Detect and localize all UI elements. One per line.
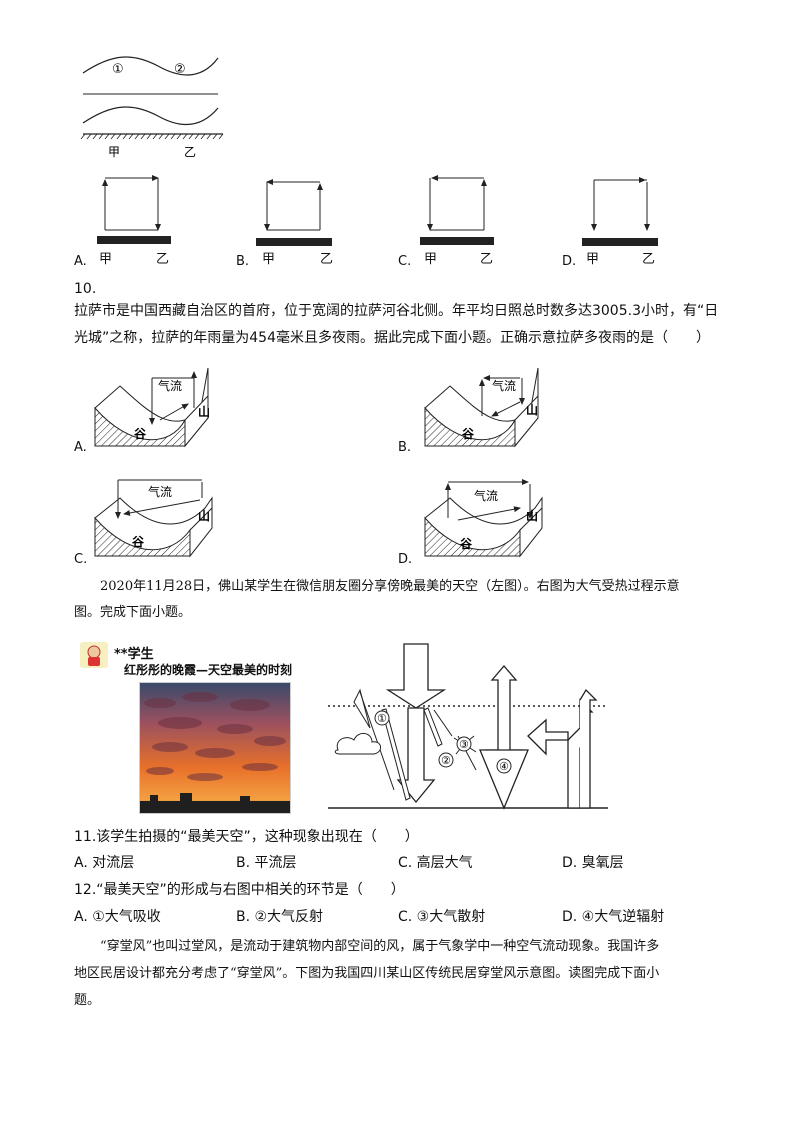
- q10-a-mountain: 山: [198, 404, 210, 419]
- q11-option-d[interactable]: D. 臭氧层: [562, 855, 624, 871]
- q10-a-airflow: 气流: [158, 378, 182, 393]
- q12-option-b[interactable]: B. ②大气反射: [236, 909, 324, 925]
- q9-option-b[interactable]: B.: [236, 254, 249, 269]
- q9-option-d-letter: D.: [562, 254, 577, 269]
- label-yi: 乙: [184, 145, 196, 159]
- intro-11-line1: 2020年11月28日，佛山某学生在微信朋友圈分享傍晚最美的天空（左图）。右图为…: [100, 579, 680, 594]
- q9-a-right: 乙: [156, 252, 170, 267]
- q9-option-c-letter: C.: [398, 254, 412, 269]
- q12-stem: 12.“最美天空”的形成与右图中相关的环节是（ ）: [74, 882, 405, 898]
- q10-diagrams: 气流 谷 山 气流 谷 山 气流 谷 山 气流 谷 山: [94, 367, 543, 558]
- child-avatar-icon: [87, 645, 101, 666]
- q9-option-c-diagram: [420, 175, 494, 245]
- q10-d-airflow: 气流: [474, 488, 498, 503]
- q10-option-d[interactable]: D.: [398, 552, 413, 567]
- q9-option-a-diagram: [97, 175, 171, 244]
- figure-circulation-question: ① ② 甲 乙: [80, 56, 224, 159]
- q9-a-left: 甲: [99, 252, 113, 267]
- heat-label-4: ④: [499, 760, 509, 773]
- intro-13-line2: 地区民居设计都充分考虑了“穿堂风”。下图为我国四川某山区传统民居穿堂风示意图。读…: [74, 966, 660, 981]
- q10-b-valley: 谷: [462, 426, 475, 441]
- q11-option-a[interactable]: A. 对流层: [74, 855, 135, 871]
- label-circle-2: ②: [174, 62, 186, 77]
- q10-b-airflow: 气流: [492, 378, 516, 393]
- q12-option-d[interactable]: D. ④大气逆辐射: [562, 909, 665, 925]
- label-jia: 甲: [108, 145, 120, 159]
- sunset-photo: [139, 682, 291, 814]
- intro-13-line3: 题。: [74, 993, 101, 1008]
- q10-block-a: [94, 367, 209, 448]
- q11-stem: 11.该学生拍摄的“最美天空”，这种现象出现在（ ）: [74, 829, 419, 845]
- q11-option-b[interactable]: B. 平流层: [236, 855, 297, 871]
- q10-c-mountain: 山: [198, 508, 210, 523]
- q10-number: 10.: [74, 281, 97, 297]
- q10-option-c[interactable]: C.: [74, 552, 88, 567]
- post-caption: 红彤彤的晚霞—天空最美的时刻: [124, 663, 293, 677]
- q10-c-airflow: 气流: [148, 484, 172, 499]
- q9-option-d[interactable]: D.: [562, 254, 576, 269]
- q10-stem-line2: 光城”之称，拉萨的年雨量为454毫米且多夜雨。据此完成下面小题。正确示意拉萨多夜…: [74, 330, 710, 346]
- heat-label-2: ②: [441, 754, 451, 767]
- q9-c-left: 甲: [424, 252, 438, 267]
- q12-option-a[interactable]: A. ①大气吸收: [74, 909, 161, 925]
- heat-label-1: ①: [377, 712, 387, 725]
- post-user: **学生: [114, 647, 154, 662]
- q9-option-b-diagram: [256, 179, 332, 246]
- q10-d-mountain: 山: [526, 508, 538, 523]
- q10-a-valley: 谷: [134, 426, 147, 441]
- q9-c-right: 乙: [480, 252, 494, 267]
- q9-b-right: 乙: [320, 252, 334, 267]
- q9-d-right: 乙: [642, 252, 656, 267]
- q10-block-d: [424, 479, 543, 558]
- q10-d-valley: 谷: [460, 536, 473, 551]
- q9-option-c[interactable]: C.: [398, 254, 411, 269]
- q10-block-c: [94, 479, 213, 558]
- q9-option-b-letter: B.: [236, 254, 250, 269]
- q10-b-mountain: 山: [526, 402, 538, 417]
- q9-option-a[interactable]: A.: [74, 254, 87, 269]
- q11-option-c[interactable]: C. 高层大气: [398, 855, 473, 871]
- q9-options-diagrams: [97, 175, 658, 246]
- q10-option-a[interactable]: A.: [74, 440, 87, 455]
- q9-d-left: 甲: [586, 252, 600, 267]
- q10-block-b: [424, 367, 539, 448]
- intro-13-line1: “穿堂风”也叫过堂风，是流动于建筑物内部空间的风，属于气象学中一种空气流动现象。…: [100, 939, 660, 954]
- q12-option-c[interactable]: C. ③大气散射: [398, 909, 486, 925]
- q9-option-a-letter: A.: [74, 254, 87, 269]
- q10-option-b[interactable]: B.: [398, 440, 412, 455]
- q10-stem-line1: 拉萨市是中国西藏自治区的首府，位于宽阔的拉萨河谷北侧。年平均日照总时数多达300…: [74, 303, 719, 319]
- q9-b-left: 甲: [262, 252, 276, 267]
- heat-label-3: ③: [459, 738, 469, 751]
- q9-option-d-diagram: [582, 177, 658, 246]
- atmosphere-heating-diagram: ① ② ③ ④: [328, 643, 608, 810]
- avatar: [80, 642, 108, 668]
- q10-c-valley: 谷: [132, 534, 145, 549]
- label-circle-1: ①: [112, 62, 124, 77]
- intro-11-line2: 图。完成下面小题。: [74, 605, 192, 620]
